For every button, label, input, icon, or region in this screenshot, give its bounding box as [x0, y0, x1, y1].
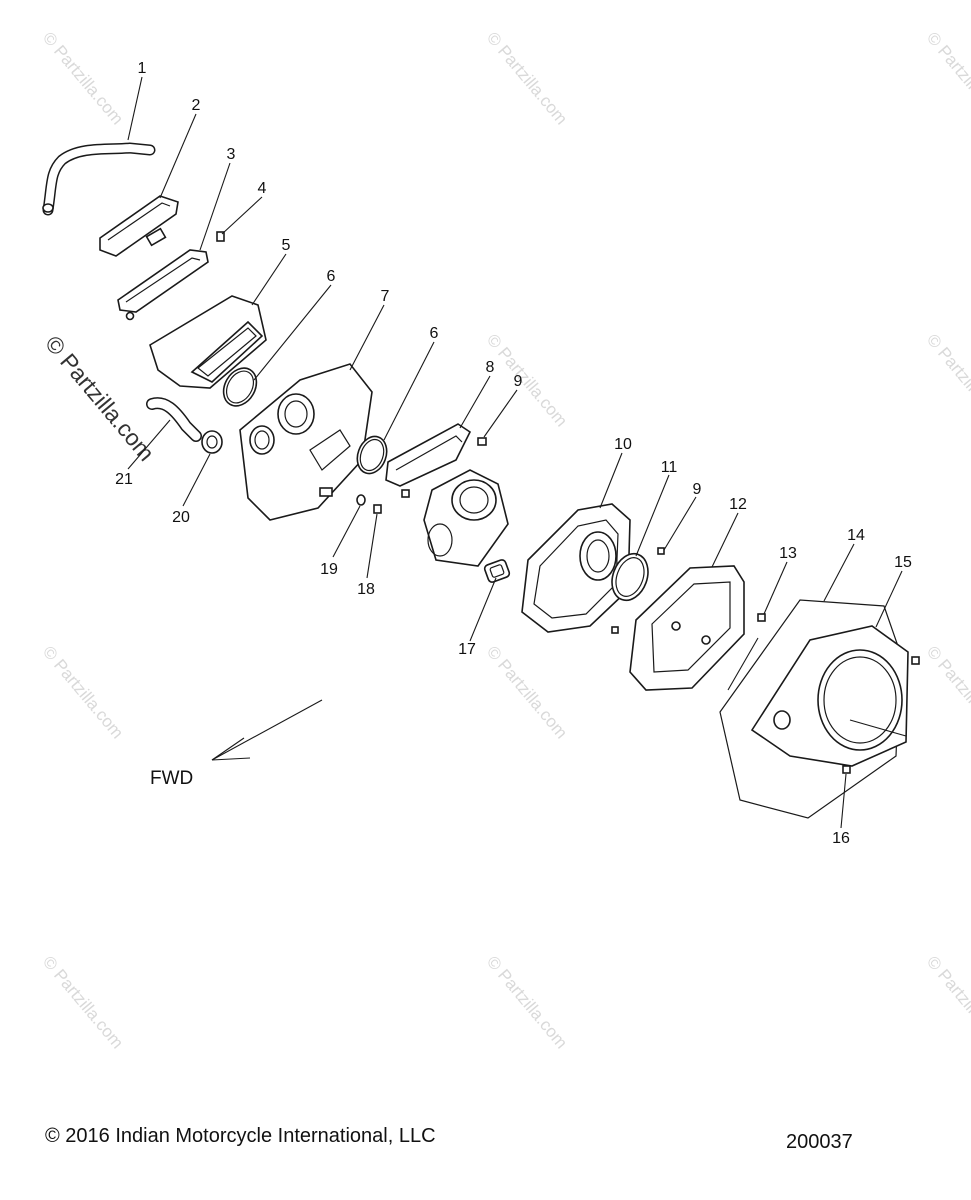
callout-21: 21	[115, 471, 133, 488]
fwd-label: FWD	[150, 768, 193, 789]
callout-6-second: 6	[430, 325, 439, 342]
callout-18: 18	[357, 581, 375, 598]
callout-20: 20	[172, 509, 190, 526]
watermark-group: © Partzilla.com © Partzilla.com © Partzi…	[39, 28, 971, 1052]
callout-1: 1	[138, 60, 147, 77]
part-19-washer	[356, 494, 366, 506]
part-9-screw-second	[611, 547, 665, 634]
callout-4: 4	[258, 180, 267, 197]
watermark: © Partzilla.com	[39, 642, 127, 742]
callout-14: 14	[847, 527, 865, 544]
forward-direction-indicator: FWD	[150, 699, 323, 789]
callout-15: 15	[894, 554, 912, 571]
part-3-gasket	[117, 249, 209, 321]
part-1-hose	[42, 142, 156, 216]
callout-12: 12	[729, 496, 747, 513]
part-17-seal	[483, 559, 511, 583]
part-6-o-ring-second	[356, 435, 388, 475]
diagram-id: 200037	[786, 1131, 853, 1153]
callout-17: 17	[458, 641, 476, 658]
callout-9: 9	[514, 373, 523, 390]
watermark: © Partzilla.com	[39, 28, 127, 128]
callout-13: 13	[779, 545, 797, 562]
part-4-screw	[216, 231, 225, 242]
part-7-backplate	[239, 363, 373, 521]
callout-16: 16	[832, 830, 850, 847]
callout-3: 3	[227, 146, 236, 163]
watermark: © Partzilla.com	[483, 952, 571, 1052]
callout-11: 11	[661, 459, 678, 476]
part-13-screw	[757, 613, 766, 622]
part-2-cover	[99, 195, 179, 257]
callout-5: 5	[282, 237, 291, 254]
part-16-screw	[842, 656, 920, 774]
part-10-housing	[521, 503, 631, 633]
callout-7: 7	[381, 288, 390, 305]
callout-9-second: 9	[693, 481, 702, 498]
copyright-text: © 2016 Indian Motorcycle International, …	[45, 1125, 436, 1147]
part-12-filter	[629, 565, 745, 691]
callout-8: 8	[486, 359, 495, 376]
callout-2: 2	[192, 97, 201, 114]
footer: © 2016 Indian Motorcycle International, …	[45, 1125, 853, 1153]
watermark: © Partzilla.com	[923, 952, 971, 1052]
watermark: © Partzilla.com	[39, 952, 127, 1052]
callout-10: 10	[614, 436, 632, 453]
callout-19: 19	[320, 561, 338, 578]
part-20-grommet	[201, 430, 223, 454]
part-11-o-ring	[611, 552, 649, 602]
watermark: © Partzilla.com	[923, 642, 971, 742]
watermark: © Partzilla.com	[923, 330, 971, 430]
part-8-gasket	[385, 423, 472, 498]
callout-numbers: 1 2 3 4 5 6 7 6 8 9 10 11 9 12 13 14 15 …	[115, 60, 912, 847]
watermark: © Partzilla.com	[483, 642, 571, 742]
watermark: © Partzilla.com	[483, 330, 571, 430]
part-15-cover	[750, 625, 909, 767]
watermark: © Partzilla.com	[923, 28, 971, 128]
part-21-vent-hose	[146, 397, 202, 442]
leader-lines	[127, 76, 907, 829]
part-18-screw	[373, 504, 382, 514]
part-5-inlet-duct	[149, 295, 267, 389]
part-6-o-ring	[222, 367, 258, 407]
callout-6: 6	[327, 268, 336, 285]
watermark: © Partzilla.com	[483, 28, 571, 128]
part-throttle-body	[423, 469, 509, 567]
watermark-prominent: © Partzilla.com	[40, 331, 160, 466]
part-9-screw	[477, 437, 487, 446]
